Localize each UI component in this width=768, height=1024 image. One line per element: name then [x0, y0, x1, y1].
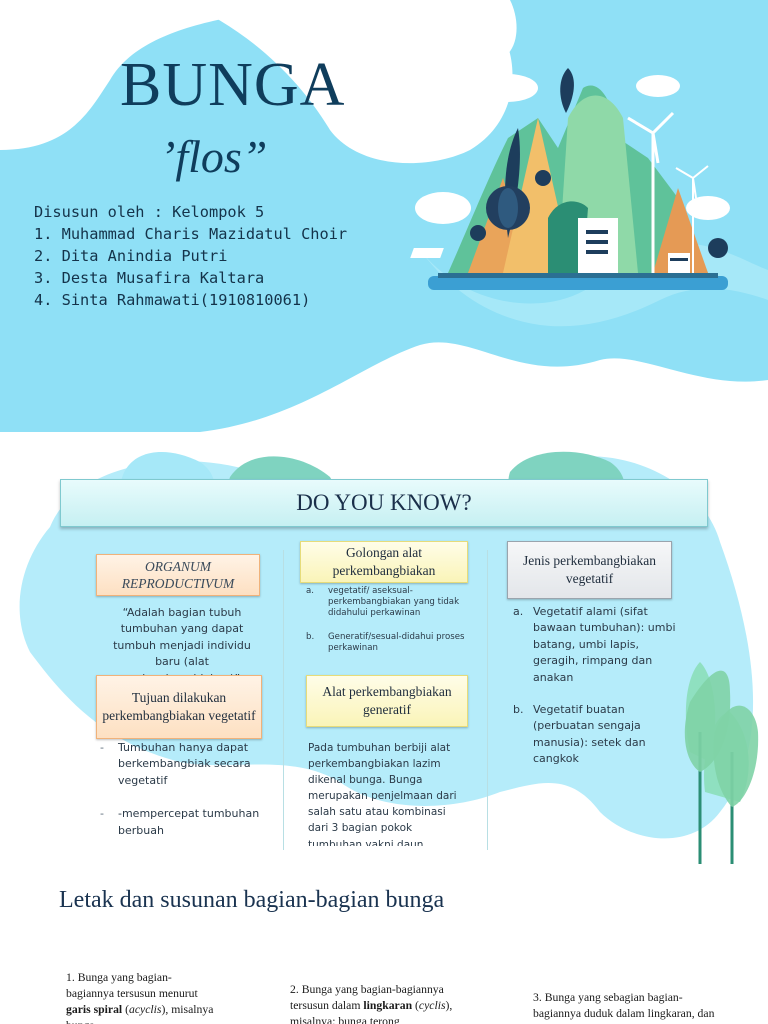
slide-do-you-know: DO YOU KNOW? ORGANUM REPRODUCTIVUM “Adal… — [0, 432, 768, 864]
list-marker: - — [100, 741, 104, 754]
list-item: a. Vegetatif alami (sifat bawaan tumbuha… — [513, 604, 683, 686]
text-segment: 2. Bunga yang bagian-bagiannya tersusun … — [290, 983, 444, 1012]
tujuan-list: - Tumbuhan hanya dapat berkembangbiak se… — [100, 740, 270, 840]
do-you-know-banner: DO YOU KNOW? — [60, 479, 708, 527]
text-segment: 1. Bunga yang bagian-bagiannya tersusun … — [66, 971, 198, 1000]
slide-letak-susunan: Letak dan susunan bagian-bagian bunga 1.… — [0, 864, 768, 1024]
list-marker: b. — [306, 632, 315, 642]
author-line: Disusun oleh : Kelompok 5 — [34, 203, 265, 221]
author-line: 2. Dita Anindia Putri — [34, 247, 228, 265]
list-item: b. Generatif/sesual-didahui proses perka… — [306, 632, 476, 654]
list-marker: b. — [513, 703, 524, 717]
list-marker: - — [100, 807, 104, 821]
list-item: a. vegetatif/ aseksual-perkembangbiakan … — [306, 586, 476, 619]
author-line: 4. Sinta Rahmawati(1910810061) — [34, 291, 311, 309]
organum-definition: “Adalah bagian tubuh tumbuhan yang dapat… — [113, 606, 251, 679]
text-segment: ( — [412, 999, 419, 1012]
author-line: 1. Muhammad Charis Mazidatul Choir — [34, 225, 348, 243]
section-title: Letak dan susunan bagian-bagian bunga — [59, 887, 445, 913]
arrangement-item-spiral: 1. Bunga yang bagian-bagiannya tersusun … — [66, 970, 216, 1024]
alat-generatif-heading: Alat perkembangbiakan generatif — [306, 675, 468, 727]
column-divider — [283, 550, 284, 850]
arrangement-item-cyclis: 2. Bunga yang bagian-bagiannya tersusun … — [290, 982, 465, 1024]
jenis-heading: Jenis perkembangbiakan vegetatif — [507, 541, 672, 599]
list-marker: a. — [306, 586, 314, 596]
text-segment: ), misalnya: bunga terong — [290, 999, 453, 1024]
text-segment: ), misalnya bunga — [66, 1003, 214, 1024]
list-marker: a. — [513, 605, 524, 618]
jenis-list: a. Vegetatif alami (sifat bawaan tumbuha… — [513, 604, 683, 784]
text-italic: acyclis — [129, 1003, 162, 1016]
golongan-list: a. vegetatif/ aseksual-perkembangbiakan … — [306, 586, 476, 667]
column-divider — [487, 550, 488, 850]
text-emphasis: lingkaran — [363, 999, 413, 1012]
page-subtitle: ’flos” — [160, 131, 268, 182]
list-text: Vegetatif alami (sifat bawaan tumbuhan):… — [533, 605, 676, 684]
alat-generatif-text: Pada tumbuhan berbiji alat perkembangbia… — [308, 742, 457, 846]
list-item: - Tumbuhan hanya dapat berkembangbiak se… — [100, 740, 270, 789]
eco-city-illustration — [410, 68, 730, 290]
list-item: - -mempercepat tumbuhan berbuah — [100, 806, 270, 839]
list-text: Vegetatif buatan (perbuatan sengaja manu… — [533, 703, 646, 766]
tujuan-heading: Tujuan dilakukan perkembangbiakan vegeta… — [96, 675, 262, 739]
page-title: BUNGA — [120, 51, 346, 119]
author-line: 3. Desta Musafira Kaltara — [34, 269, 265, 287]
author-list: Disusun oleh : Kelompok 5 1. Muhammad Ch… — [34, 201, 394, 311]
text-emphasis: garis spiral — [66, 1003, 123, 1016]
list-text: -mempercepat tumbuhan berbuah — [118, 807, 260, 837]
text-italic: cyclis — [418, 999, 446, 1012]
golongan-heading: Golongan alat perkembangbiakan — [300, 541, 468, 583]
list-text: vegetatif/ aseksual-perkembangbiakan yan… — [328, 586, 460, 618]
slide-title: BUNGA ’flos” Disusun oleh : Kelompok 5 1… — [0, 0, 768, 432]
list-text: Tumbuhan hanya dapat berkembangbiak seca… — [118, 741, 251, 787]
organum-heading: ORGANUM REPRODUCTIVUM — [96, 554, 260, 596]
text-segment: ( — [122, 1003, 129, 1016]
list-item: b. Vegetatif buatan (perbuatan sengaja m… — [513, 702, 683, 768]
arrangement-item-mixed: 3. Bunga yang sebagian bagian-bagiannya … — [533, 991, 715, 1024]
list-text: Generatif/sesual-didahui proses perkawin… — [328, 632, 465, 653]
